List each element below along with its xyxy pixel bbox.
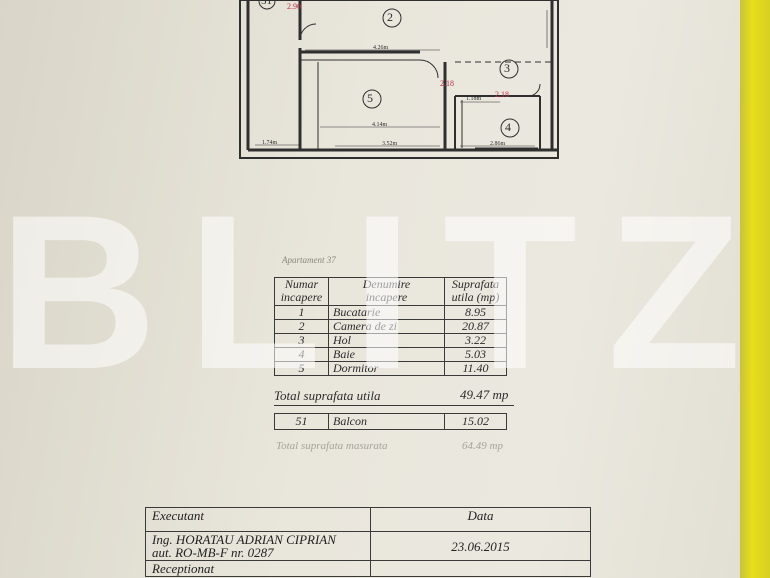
total-measured-value: 64.49 mp	[462, 440, 503, 452]
total-measured-label: Total suprafata masurata	[276, 440, 388, 452]
room-number-4: 4	[505, 120, 511, 134]
balcony-number: 51	[274, 413, 329, 430]
room-number-5: 5	[367, 91, 373, 105]
executant-table: Executant Data Ing. HORATAU ADRIAN CIPRI…	[145, 507, 591, 577]
dim-1-18: 1.18m	[466, 96, 482, 102]
receptionat-label: Receptionat	[145, 560, 371, 577]
total-useful-value: 49.47 mp	[460, 387, 509, 402]
total-useful-label: Total suprafata utila	[274, 388, 381, 403]
floor-plan-drawing	[239, 0, 559, 159]
receptionat-row: Receptionat	[145, 560, 591, 577]
total-divider	[274, 405, 514, 406]
table-row: 51 Balcon 15.02	[274, 413, 507, 430]
executant-header-row: Executant Data	[145, 507, 591, 532]
dim-3-52: 3.52m	[382, 141, 398, 147]
dim-1-74: 1.74m	[262, 140, 278, 146]
header-executant: Executant	[145, 507, 371, 532]
height-mark-2: 2.18	[440, 79, 454, 88]
balcony-area: 15.02	[444, 413, 507, 430]
floor-plan: 51 2 3 5 4 2.90 2.18 2.18 4.26m 4.14m 1.…	[0, 0, 740, 170]
room-number-51: 51	[261, 0, 272, 7]
header-date: Data	[370, 507, 591, 532]
executant-date: 23.06.2015	[370, 531, 591, 561]
dim-4-26: 4.26m	[373, 45, 389, 51]
balcony-table: 51 Balcon 15.02	[274, 413, 507, 430]
dim-4-14: 4.14m	[372, 122, 388, 128]
height-mark-3: 2.18	[495, 90, 509, 99]
outer-wall	[239, 0, 559, 159]
height-mark-1: 2.90	[287, 2, 301, 11]
room-number-2: 2	[387, 10, 393, 24]
apartment-label: Apartament 37	[282, 255, 336, 265]
dim-2-86: 2.86m	[490, 141, 506, 147]
balcony-name: Balcon	[328, 413, 445, 430]
room-number-3: 3	[504, 61, 510, 75]
yellow-folder-edge	[740, 0, 770, 578]
